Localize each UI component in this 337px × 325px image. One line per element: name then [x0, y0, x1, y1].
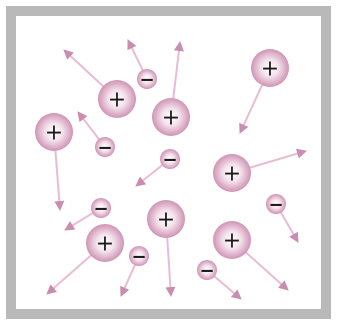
positive-charge-symbol: +: [261, 57, 279, 82]
positive-charge-symbol: +: [108, 88, 126, 113]
negative-ion-12: −: [91, 198, 111, 220]
negative-ion-15: −: [197, 260, 217, 282]
negative-ion-13: −: [266, 194, 286, 216]
positive-charge-symbol: +: [45, 121, 63, 146]
negative-ion-11: −: [160, 149, 180, 171]
negative-charge-symbol: −: [97, 138, 112, 159]
negative-charge-symbol: −: [131, 247, 146, 268]
negative-ion-9: −: [137, 69, 157, 91]
negative-charge-symbol: −: [268, 195, 283, 216]
negative-charge-symbol: −: [93, 199, 108, 220]
negative-ion-10: −: [95, 137, 115, 159]
negative-ion-14: −: [129, 246, 149, 268]
positive-ion-6: +: [147, 200, 185, 238]
positive-ion-8: +: [213, 221, 251, 259]
positive-ion-7: +: [86, 224, 124, 262]
negative-charge-symbol: −: [162, 150, 177, 171]
positive-ion-2: +: [152, 98, 190, 136]
positive-ion-3: +: [251, 49, 289, 87]
negative-charge-symbol: −: [199, 261, 214, 282]
positive-ion-5: +: [213, 154, 251, 192]
negative-charge-symbol: −: [139, 70, 154, 91]
positive-ion-1: +: [98, 80, 136, 118]
positive-ion-4: +: [35, 113, 73, 151]
positive-charge-symbol: +: [157, 208, 175, 233]
positive-charge-symbol: +: [223, 229, 241, 254]
positive-charge-symbol: +: [223, 162, 241, 187]
positive-charge-symbol: +: [96, 232, 114, 257]
positive-charge-symbol: +: [162, 106, 180, 131]
